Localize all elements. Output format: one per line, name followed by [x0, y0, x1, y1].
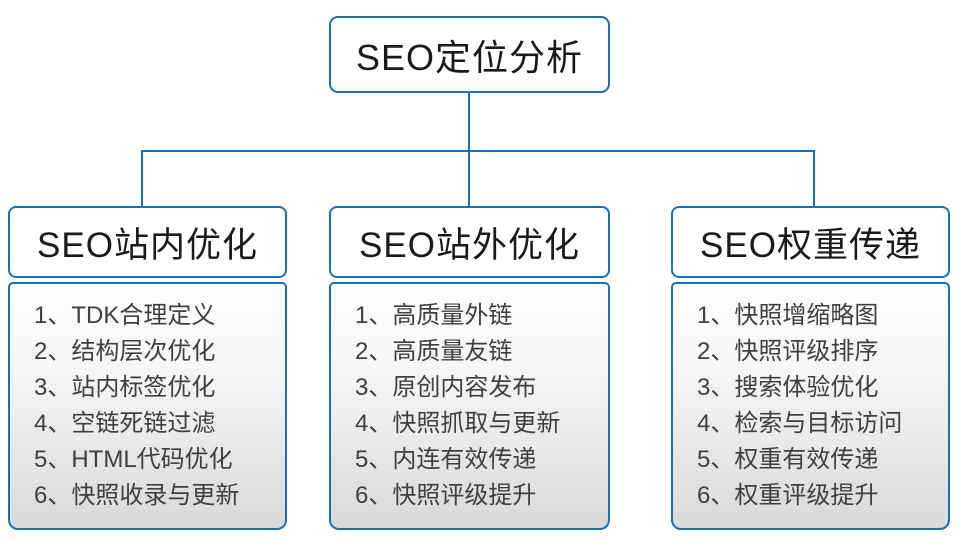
- branch-weight-header: SEO权重传递: [671, 206, 950, 278]
- list-item: 3、搜索体验优化: [697, 374, 879, 401]
- branch-weight-title: SEO权重传递: [700, 225, 921, 265]
- list-item: 5、内连有效传递: [355, 446, 537, 473]
- root-node: SEO定位分析: [329, 16, 610, 93]
- list-item: 6、快照评级提升: [355, 482, 537, 509]
- list-item: 2、高质量友链: [355, 338, 513, 365]
- connector-right-vertical: [813, 150, 815, 206]
- list-item: 6、快照收录与更新: [34, 482, 240, 509]
- list-item: 5、权重有效传递: [697, 446, 879, 473]
- list-item: 4、检索与目标访问: [697, 410, 903, 437]
- branch-offsite-title: SEO站外优化: [359, 225, 580, 265]
- list-item: 4、空链死链过滤: [34, 410, 216, 437]
- list-item: 2、快照评级排序: [697, 338, 879, 365]
- list-item: 6、权重评级提升: [697, 482, 879, 509]
- list-item: 1、TDK合理定义: [34, 302, 216, 329]
- connector-root-vertical: [468, 93, 470, 206]
- connector-left-vertical: [141, 150, 143, 206]
- branch-offsite-list: 1、高质量外链 2、高质量友链 3、原创内容发布 4、快照抓取与更新 5、内连有…: [329, 282, 610, 530]
- root-node-label: SEO定位分析: [355, 36, 584, 78]
- list-item: 2、结构层次优化: [34, 338, 216, 365]
- list-item: 1、快照增缩略图: [697, 302, 879, 329]
- list-item: 5、HTML代码优化: [34, 446, 233, 473]
- connector-horizontal-bar: [141, 150, 815, 152]
- list-item: 4、快照抓取与更新: [355, 410, 561, 437]
- branch-onsite-title: SEO站内优化: [37, 225, 258, 265]
- branch-onsite-list: 1、TDK合理定义 2、结构层次优化 3、站内标签优化 4、空链死链过滤 5、H…: [8, 282, 287, 530]
- branch-weight-list: 1、快照增缩略图 2、快照评级排序 3、搜索体验优化 4、检索与目标访问 5、权…: [671, 282, 950, 530]
- branch-onsite-header: SEO站内优化: [8, 206, 287, 278]
- branch-offsite-header: SEO站外优化: [329, 206, 610, 278]
- list-item: 1、高质量外链: [355, 302, 513, 329]
- list-item: 3、站内标签优化: [34, 374, 216, 401]
- list-item: 3、原创内容发布: [355, 374, 537, 401]
